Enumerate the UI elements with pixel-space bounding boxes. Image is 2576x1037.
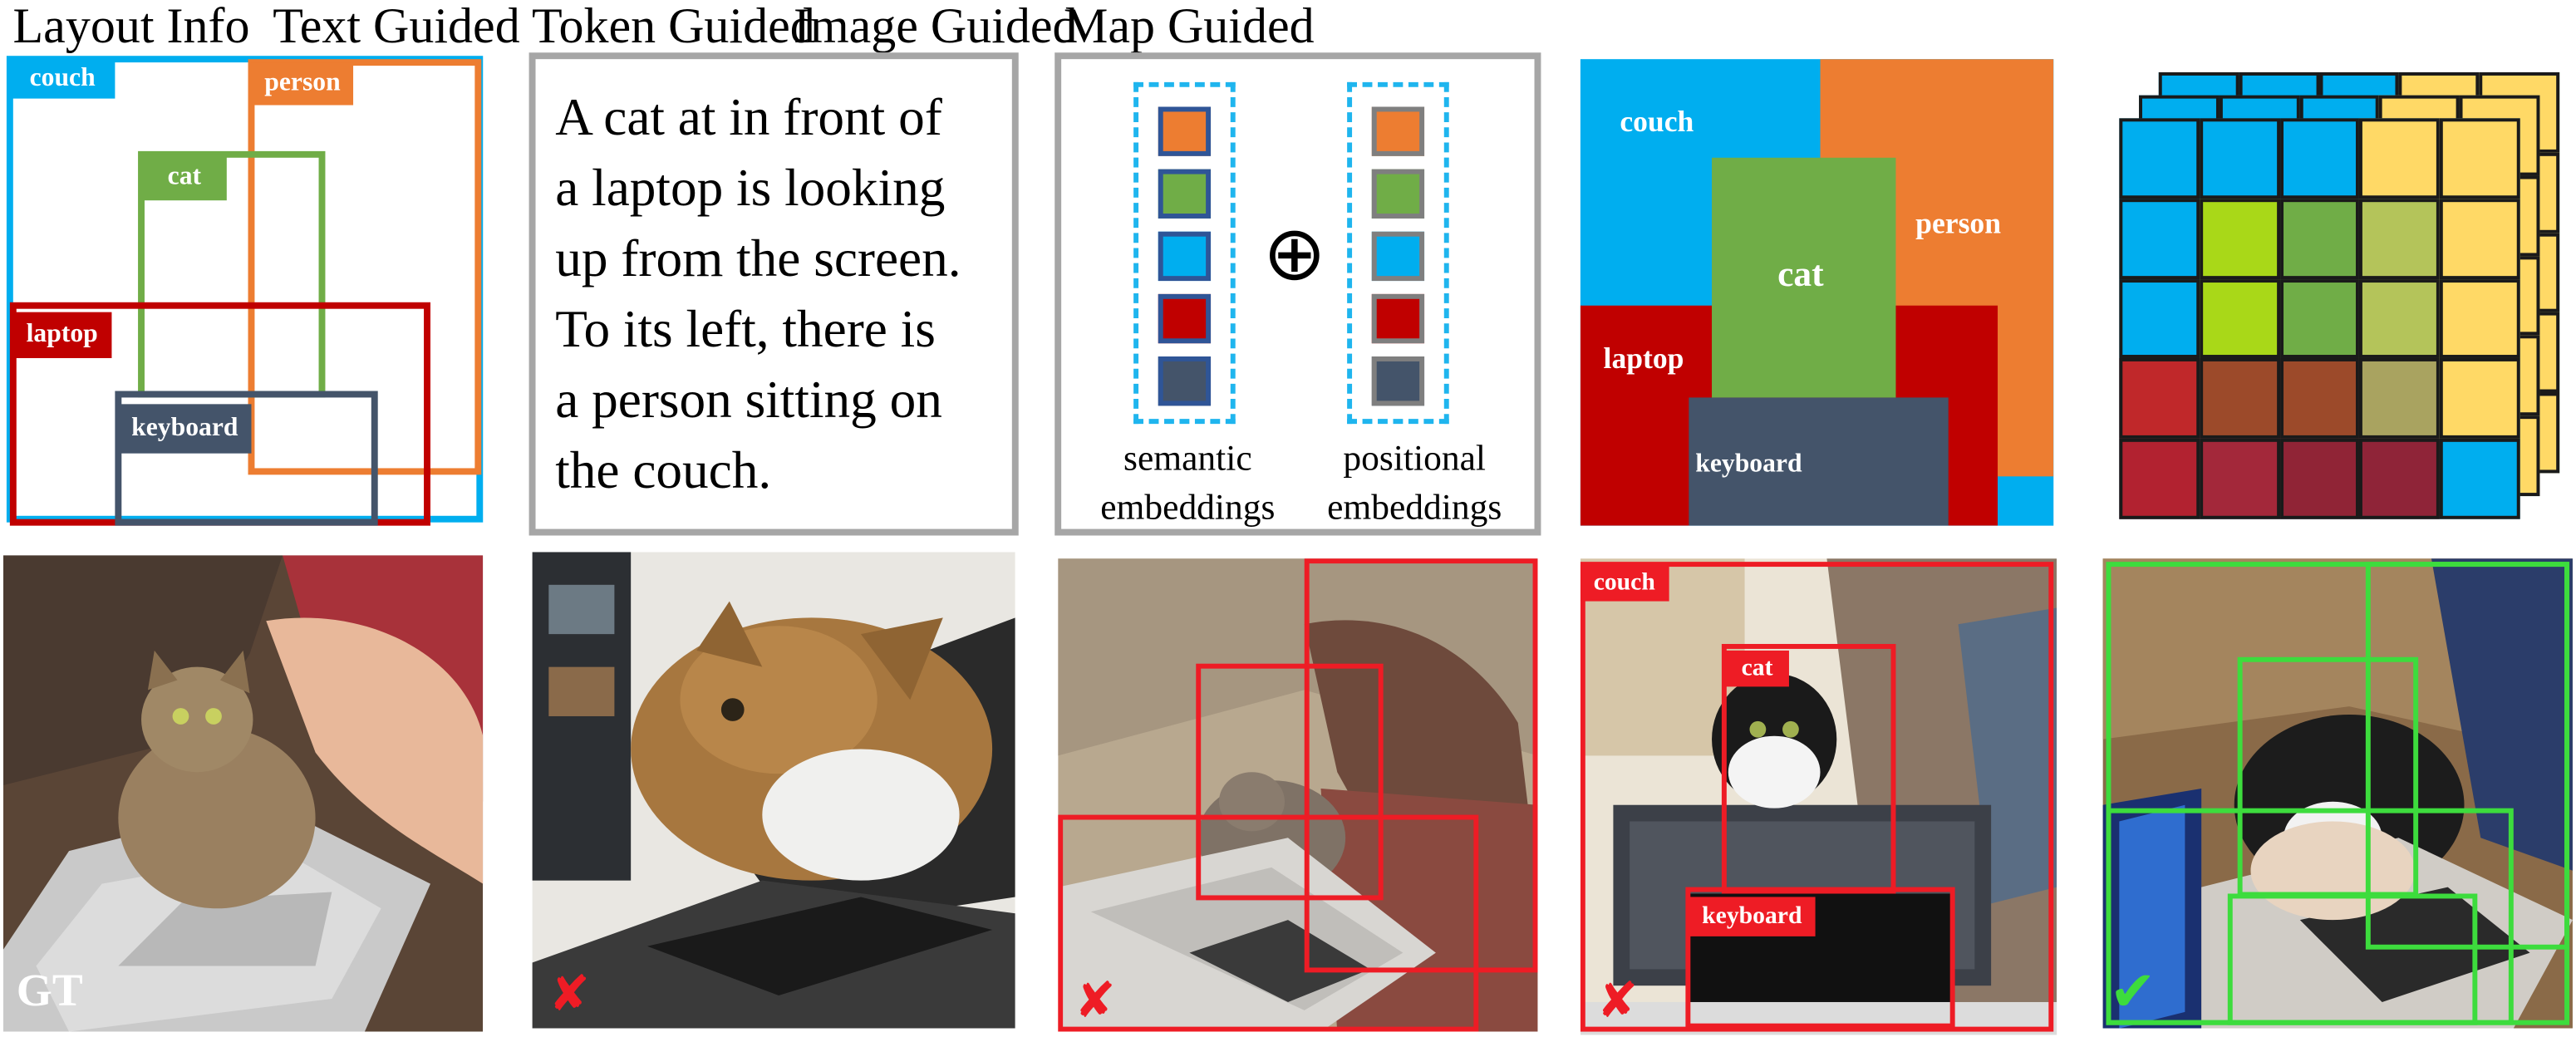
gt-photo: GT xyxy=(2,555,484,1032)
fail-mark-icon: ✘ xyxy=(1074,972,1116,1030)
image-guided-map: couch person cat laptop keyboard xyxy=(1580,59,2054,526)
text-guided-title: Text Guided xyxy=(273,0,520,53)
fail-mark-icon: ✘ xyxy=(548,966,591,1024)
image-cat-tag: cat xyxy=(1724,650,1790,687)
text-prompt-line: a laptop is looking xyxy=(555,157,946,217)
concat-operator-icon: ⊕ xyxy=(1262,209,1326,297)
text-prompt: A cat at in front of a laptop is looking… xyxy=(555,82,961,506)
image-guided-title: Image Guided xyxy=(794,0,1078,53)
cat-tag: cat xyxy=(141,154,228,201)
positional-embeddings-label: positional embeddings xyxy=(1291,434,1538,533)
map-guided-stack xyxy=(2119,66,2573,526)
text-guided-result-photo: ✘ xyxy=(532,552,1015,1029)
map-keyboard-box xyxy=(2227,893,2478,1025)
image-keyboard-label: keyboard xyxy=(1695,450,1802,479)
pass-mark-icon: ✔ xyxy=(2109,959,2156,1025)
text-prompt-panel: A cat at in front of a laptop is looking… xyxy=(528,52,1019,536)
map-guided-title: Map Guided xyxy=(1064,0,1315,53)
person-box xyxy=(248,59,482,475)
image-cat-label: cat xyxy=(1777,253,1824,294)
positional-token-person xyxy=(1371,106,1425,156)
image-couch-label: couch xyxy=(1620,105,1694,139)
text-prompt-line: a person sitting on xyxy=(555,369,942,429)
person-tag: person xyxy=(251,62,354,106)
positional-embedding-stack xyxy=(1347,81,1449,425)
positional-label-line: positional xyxy=(1343,436,1486,479)
text-prompt-line: the couch. xyxy=(555,440,772,500)
fail-mark-icon: ✘ xyxy=(1596,972,1639,1030)
semantic-token-cat xyxy=(1158,169,1212,219)
image-person-label: person xyxy=(1915,207,2002,240)
positional-label-line: embeddings xyxy=(1327,486,1502,528)
token-laptop-box xyxy=(1058,814,1479,1032)
text-prompt-line: To its left, there is xyxy=(555,298,936,358)
positional-token-laptop xyxy=(1371,293,1425,344)
image-couch-box xyxy=(1580,562,2054,1032)
text-prompt-line: A cat at in front of xyxy=(555,86,942,146)
semantic-token-person xyxy=(1158,106,1212,156)
image-keyboard-region xyxy=(1689,397,1949,526)
semantic-token-laptop xyxy=(1158,293,1212,344)
keyboard-box xyxy=(115,391,378,526)
image-cat-region xyxy=(1712,157,1896,398)
layout-info-title: Layout Info xyxy=(12,0,250,53)
token-guided-result-photo: ✘ xyxy=(1058,558,1538,1032)
image-keyboard-tag: keyboard xyxy=(1689,897,1816,936)
positional-token-couch xyxy=(1371,231,1425,282)
image-couch-tag: couch xyxy=(1580,565,1669,602)
token-guided-panel: ⊕ semantic embeddings positional embeddi… xyxy=(1054,52,1541,536)
token-cat-box xyxy=(1196,663,1384,901)
semantic-embeddings-label: semantic embeddings xyxy=(1064,434,1311,533)
positional-token-keyboard xyxy=(1371,356,1425,406)
semantic-label-line: semantic xyxy=(1123,436,1252,479)
semantic-token-couch xyxy=(1158,231,1212,282)
map-guided-result-photo: ✔ xyxy=(2102,558,2573,1029)
positional-token-cat xyxy=(1371,169,1425,219)
text-prompt-line: up from the screen. xyxy=(555,228,961,288)
semantic-label-line: embeddings xyxy=(1100,486,1276,528)
semantic-token-keyboard xyxy=(1158,356,1212,406)
token-guided-title: Token Guided xyxy=(532,0,815,53)
image-laptop-label: laptop xyxy=(1603,342,1684,375)
image-guided-result-photo: couch cat keyboard ✘ xyxy=(1580,558,2057,1035)
layout-info-panel: couch person cat laptop keyboard xyxy=(6,56,486,526)
token-person-box xyxy=(1304,558,1538,973)
map-person-box xyxy=(2365,562,2570,950)
semantic-embedding-stack xyxy=(1133,81,1236,425)
keyboard-tag: keyboard xyxy=(118,404,252,454)
couch-tag: couch xyxy=(9,59,116,99)
gt-label: GT xyxy=(16,966,83,1017)
map-layer-front xyxy=(2119,118,2520,519)
laptop-tag: laptop xyxy=(12,312,111,358)
image-keyboard-box xyxy=(1685,887,1955,1029)
